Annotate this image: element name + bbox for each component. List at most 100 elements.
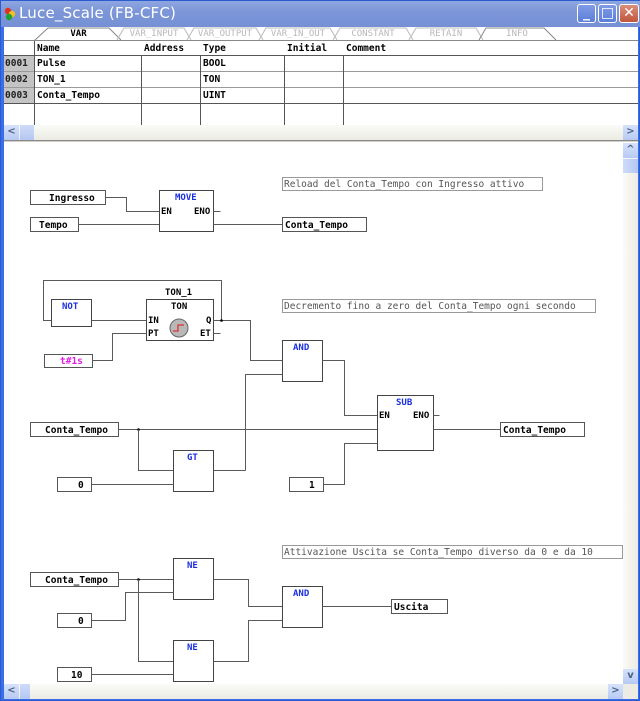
tab-info[interactable]: INFO [506, 29, 528, 39]
sub-block[interactable] [377, 395, 434, 451]
cell-type[interactable]: BOOL [203, 58, 226, 69]
cell-type[interactable]: TON [203, 74, 221, 85]
vertical-scroll-thumb[interactable] [623, 159, 638, 173]
gt-block-title: GT [187, 453, 198, 463]
cell-address[interactable] [142, 72, 144, 87]
wire-feedback-loop [43, 280, 222, 321]
wire-ne2-and [213, 620, 283, 662]
title-bar[interactable]: Luce_Scale (FB-CFC) _ □ ✕ [1, 1, 640, 27]
canvas-scroll-right-button[interactable]: > [608, 684, 623, 699]
comment-box-network3 [282, 545, 623, 559]
cell-name[interactable]: TON_1 [37, 74, 66, 85]
cell-address[interactable] [142, 88, 144, 103]
move-block-title: MOVE [175, 193, 197, 203]
tab-var-input[interactable]: VAR_INPUT [129, 29, 179, 39]
cell-comment[interactable] [344, 56, 346, 71]
cell-address[interactable] [142, 56, 144, 71]
scroll-right-button[interactable]: > [623, 125, 638, 140]
not-block[interactable] [51, 299, 92, 327]
column-header-address[interactable]: Address [144, 43, 185, 54]
scroll-down-button[interactable]: v [623, 669, 638, 684]
scroll-thumb[interactable] [20, 125, 34, 140]
row-number: 0002 [4, 72, 34, 87]
tab-var-output[interactable]: VAR_OUTPUT [197, 29, 253, 39]
wire-q-and [213, 320, 283, 361]
scroll-left-button[interactable]: < [4, 125, 19, 140]
not-block-title: NOT [62, 302, 79, 312]
column-header-comment[interactable]: Comment [346, 43, 387, 54]
app-icon [4, 7, 16, 21]
tab-var-in-out[interactable]: VAR_IN_OUT [270, 29, 326, 39]
wire-one-sub [323, 443, 378, 485]
output-var-uscita[interactable] [391, 599, 448, 614]
window-title: Luce_Scale (FB-CFC) [19, 4, 177, 22]
ton-block-title: TON [171, 302, 187, 312]
and-block-network3[interactable] [282, 586, 323, 628]
ne-block-2[interactable] [173, 640, 214, 682]
canvas-scroll-thumb[interactable] [20, 684, 30, 699]
const-t1s-label: t#1s [60, 356, 83, 367]
close-icon: ✕ [623, 5, 635, 21]
comment-network2: Decremento fino a zero del Conta_Tempo o… [284, 301, 576, 312]
const-one[interactable] [289, 477, 324, 492]
cell-comment[interactable] [344, 88, 346, 103]
canvas-vertical-scrollbar[interactable]: ^ v [623, 143, 638, 684]
move-pin-eno: ENO [194, 207, 211, 217]
declaration-tabs: VAR VAR_INPUT VAR_OUTPUT VAR_IN_OUT CONS… [4, 27, 638, 41]
cell-name[interactable]: Pulse [37, 58, 66, 69]
comment-network3: Attivazione Uscita se Conta_Tempo divers… [284, 547, 593, 558]
cell-type[interactable]: UINT [203, 90, 226, 101]
output-var-conta-tempo-1-label: Conta_Tempo [285, 220, 348, 231]
cell-comment[interactable] [344, 72, 346, 87]
comment-network1: Reload del Conta_Tempo con Ingresso atti… [284, 179, 524, 190]
const-zero-network3[interactable] [57, 613, 92, 628]
output-var-conta-tempo-1[interactable] [282, 217, 367, 232]
table-row[interactable]: 0001 Pulse BOOL [4, 56, 638, 71]
table-horizontal-scrollbar[interactable]: < > [4, 125, 638, 140]
column-header-name[interactable]: Name [37, 43, 60, 54]
canvas-horizontal-scrollbar[interactable]: < > [4, 684, 623, 699]
cfc-canvas[interactable]: Reload del Conta_Tempo con Ingresso atti… [4, 143, 623, 684]
size-grip[interactable] [623, 684, 638, 699]
comment-box-network1 [282, 177, 543, 191]
scroll-up-button[interactable]: ^ [623, 143, 638, 158]
canvas-scroll-left-button[interactable]: < [4, 684, 19, 699]
tab-retain[interactable]: RETAIN [429, 29, 463, 39]
wire-zero-ne1 [91, 592, 174, 621]
input-var-tempo-label: Tempo [39, 220, 68, 231]
column-header-type[interactable]: Type [203, 43, 226, 54]
and-block-network2[interactable] [282, 340, 323, 382]
cfc-diagram: Reload del Conta_Tempo con Ingresso atti… [30, 177, 623, 682]
variable-table: Name Address Type Initial Comment 0001 P… [4, 41, 638, 127]
minimize-button[interactable]: _ [577, 4, 596, 23]
close-button[interactable]: ✕ [619, 4, 639, 23]
cell-initial[interactable] [285, 56, 287, 71]
comment-box-network2 [282, 299, 596, 313]
tab-constant[interactable]: CONSTANT [351, 29, 395, 39]
ne-block-1-title: NE [187, 561, 198, 571]
cell-initial[interactable] [285, 88, 287, 103]
maximize-button[interactable]: □ [598, 4, 617, 23]
ne-block-1[interactable] [173, 558, 214, 600]
wire-pt [92, 333, 147, 361]
row-number: 0001 [4, 56, 34, 71]
splitter[interactable] [4, 140, 638, 143]
tab-var[interactable]: VAR [70, 29, 87, 39]
cell-initial[interactable] [285, 72, 287, 87]
const-zero-network2[interactable] [57, 477, 92, 492]
sub-block-title: SUB [396, 398, 413, 408]
output-var-conta-tempo-2[interactable] [500, 422, 585, 437]
gt-block[interactable] [173, 450, 214, 492]
column-header-initial[interactable]: Initial [287, 43, 328, 54]
table-row[interactable]: 0002 TON_1 TON [4, 72, 638, 87]
editor-client-area: VAR VAR_INPUT VAR_OUTPUT VAR_IN_OUT CONS… [4, 27, 638, 699]
table-row[interactable]: 0003 Conta_Tempo UINT [4, 88, 638, 103]
timer-clock-icon [169, 318, 189, 338]
const-ten-label: 10 [71, 670, 83, 681]
const-zero-network3-label: 0 [78, 616, 84, 627]
cell-name[interactable]: Conta_Tempo [37, 90, 100, 101]
wire-ingresso-en [105, 197, 160, 212]
move-block[interactable] [159, 190, 214, 232]
ton-pin-pt: PT [148, 329, 159, 339]
